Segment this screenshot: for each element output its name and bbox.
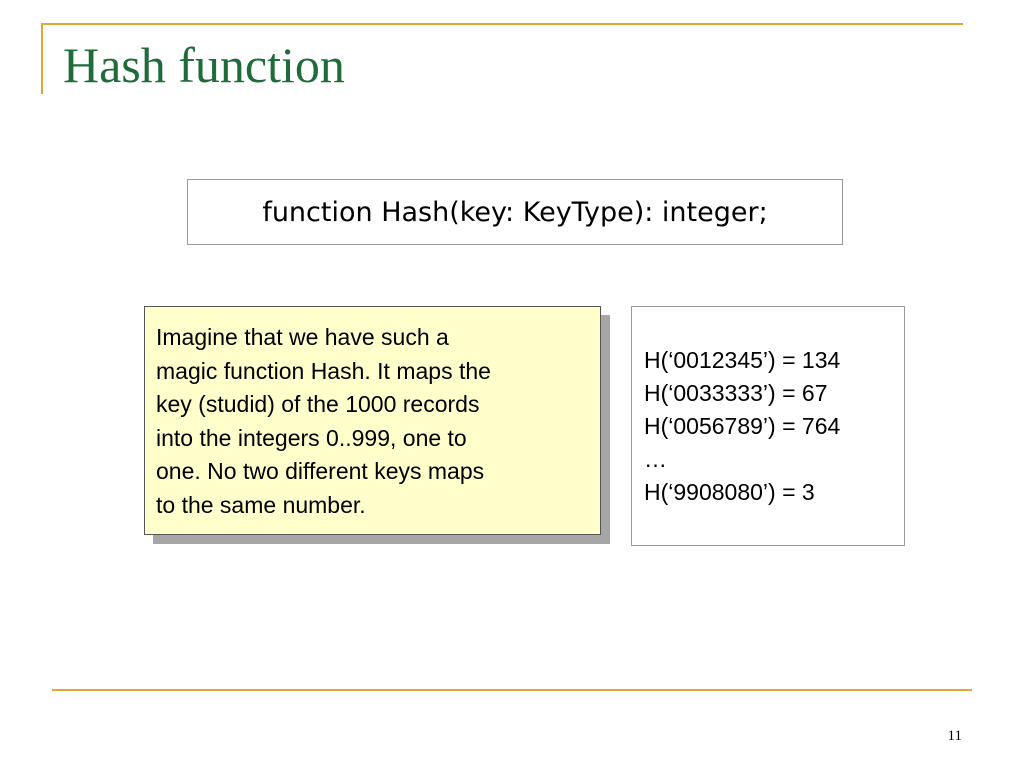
page-number: 11 bbox=[947, 728, 962, 744]
left-frame-line bbox=[41, 23, 43, 94]
top-frame-line bbox=[41, 23, 963, 25]
hash-example-line: H(‘0056789’) = 764 bbox=[644, 413, 841, 439]
hash-example-line: H(‘9908080’) = 3 bbox=[644, 479, 815, 505]
hash-examples-box: H(‘0012345’) = 134 H(‘0033333’) = 67 H(‘… bbox=[631, 306, 905, 546]
function-signature-box: function Hash(key: KeyType): integer; bbox=[187, 179, 843, 245]
bottom-frame-line bbox=[52, 689, 972, 691]
hash-example-line: H(‘0033333’) = 67 bbox=[644, 380, 828, 406]
hash-example-line: H(‘0012345’) = 134 bbox=[644, 347, 841, 373]
hash-example-ellipsis: … bbox=[644, 446, 667, 472]
function-signature: function Hash(key: KeyType): integer; bbox=[262, 196, 768, 228]
explanation-note: Imagine that we have such a magic functi… bbox=[144, 306, 601, 535]
slide-title: Hash function bbox=[63, 37, 345, 93]
